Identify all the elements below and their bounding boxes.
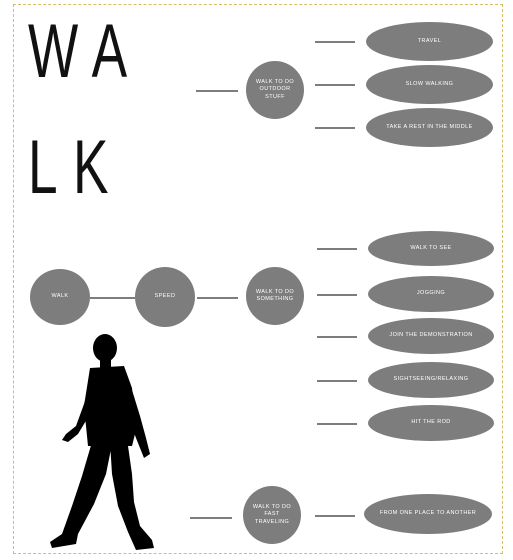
connector-leaf [317,294,357,296]
connector-leaf [315,84,355,86]
leaf-node: FROM ONE PLACE TO ANOTHER [364,494,492,534]
walking-person-silhouette-icon [50,334,154,550]
branch-node-middle: WALK TO DO SOMETHING [246,267,304,325]
connector-leaf [317,248,357,250]
dashed-border [13,4,503,554]
connector-leaf [315,41,355,43]
title-line-2: LK [28,125,124,210]
speed-node: SPEED [135,267,195,327]
connector-bottom-branch [190,517,232,519]
connector-leaf [315,127,355,129]
leaf-node: SIGHTSEEING/RELAXING [368,362,494,398]
leaf-node: HIT THE ROD [368,405,494,441]
title-line-1: WA [28,9,143,94]
branch-node-top: WALK TO DO OUTDOOR STUFF [246,61,304,119]
root-node: WALK [30,269,90,325]
connector-leaf [317,380,357,382]
leaf-node: TAKE A REST IN THE MIDDLE [366,108,493,147]
connector-speed-middle [197,297,238,299]
leaf-node: SLOW WALKING [366,65,493,104]
branch-node-bottom: WALK TO DO FAST TRAVELING [243,486,301,544]
connector-top-branch [196,90,238,92]
leaf-node: WALK TO SEE [368,231,494,266]
connector-leaf [315,515,355,517]
leaf-node: JOGGING [368,276,494,312]
connector-root-speed [90,297,135,299]
connector-leaf [317,423,357,425]
leaf-node: TRAVEL [366,22,493,61]
connector-leaf [317,336,357,338]
leaf-node: JOIN THE DEMONSTRATION [368,318,494,354]
